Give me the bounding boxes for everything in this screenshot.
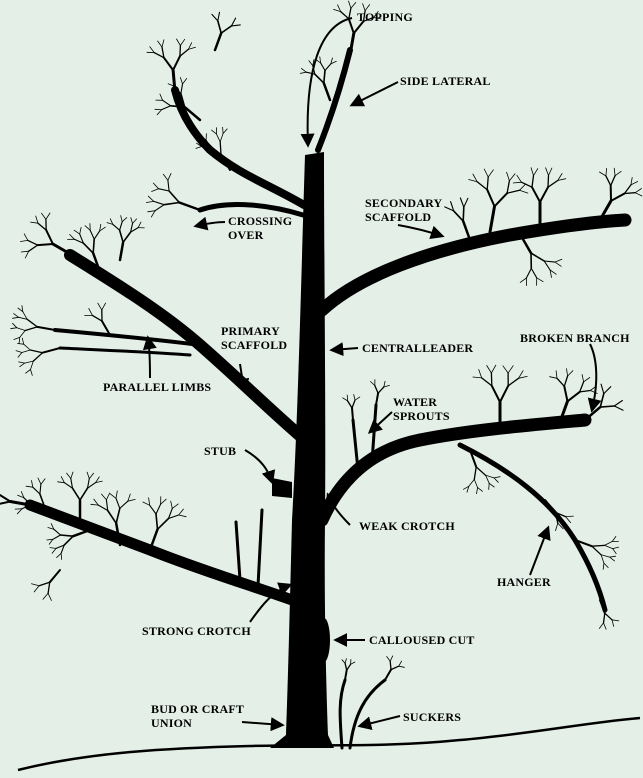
label-primary-scaffold-line2: SCAFFOLD [221, 338, 287, 352]
label-water-sprouts-line2: SPROUTS [393, 409, 450, 423]
calloused-cut-bump [318, 618, 330, 662]
label-primary-scaffold-line1: PRIMARY [221, 324, 287, 338]
annotation-arrows [148, 18, 596, 726]
label-bud-union-line2: UNION [151, 716, 244, 730]
stub-branch [272, 478, 292, 498]
label-weak-crotch: WEAK CROTCH [359, 519, 455, 533]
label-side-lateral: SIDE LATERAL [400, 74, 491, 88]
label-crossing-over-line1: CROSSING [228, 214, 292, 228]
label-parallel-limbs: PARALLEL LIMBS [103, 380, 211, 394]
label-crossing-over-line2: OVER [228, 228, 292, 242]
label-secondary-scaffold-line2: SCAFFOLD [365, 210, 442, 224]
label-hanger: HANGER [497, 575, 551, 589]
label-topping: TOPPING [357, 10, 413, 24]
label-broken-branch: BROKEN BRANCH [520, 331, 630, 345]
label-water-sprouts: WATER SPROUTS [393, 395, 450, 423]
label-secondary-scaffold-line1: SECONDARY [365, 196, 442, 210]
label-suckers: SUCKERS [403, 710, 461, 724]
label-strong-crotch: STRONG CROTCH [142, 624, 251, 638]
label-bud-union-line1: BUD OR CRAFT [151, 702, 244, 716]
label-calloused-cut: CALLOUSED CUT [369, 633, 475, 647]
label-bud-or-craft-union: BUD OR CRAFT UNION [151, 702, 244, 730]
label-secondary-scaffold: SECONDARY SCAFFOLD [365, 196, 442, 224]
label-crossing-over: CROSSING OVER [228, 214, 292, 242]
label-central-leader: CENTRALLEADER [362, 341, 473, 355]
label-water-sprouts-line1: WATER [393, 395, 450, 409]
label-stub: STUB [204, 444, 236, 458]
label-primary-scaffold: PRIMARY SCAFFOLD [221, 324, 287, 352]
